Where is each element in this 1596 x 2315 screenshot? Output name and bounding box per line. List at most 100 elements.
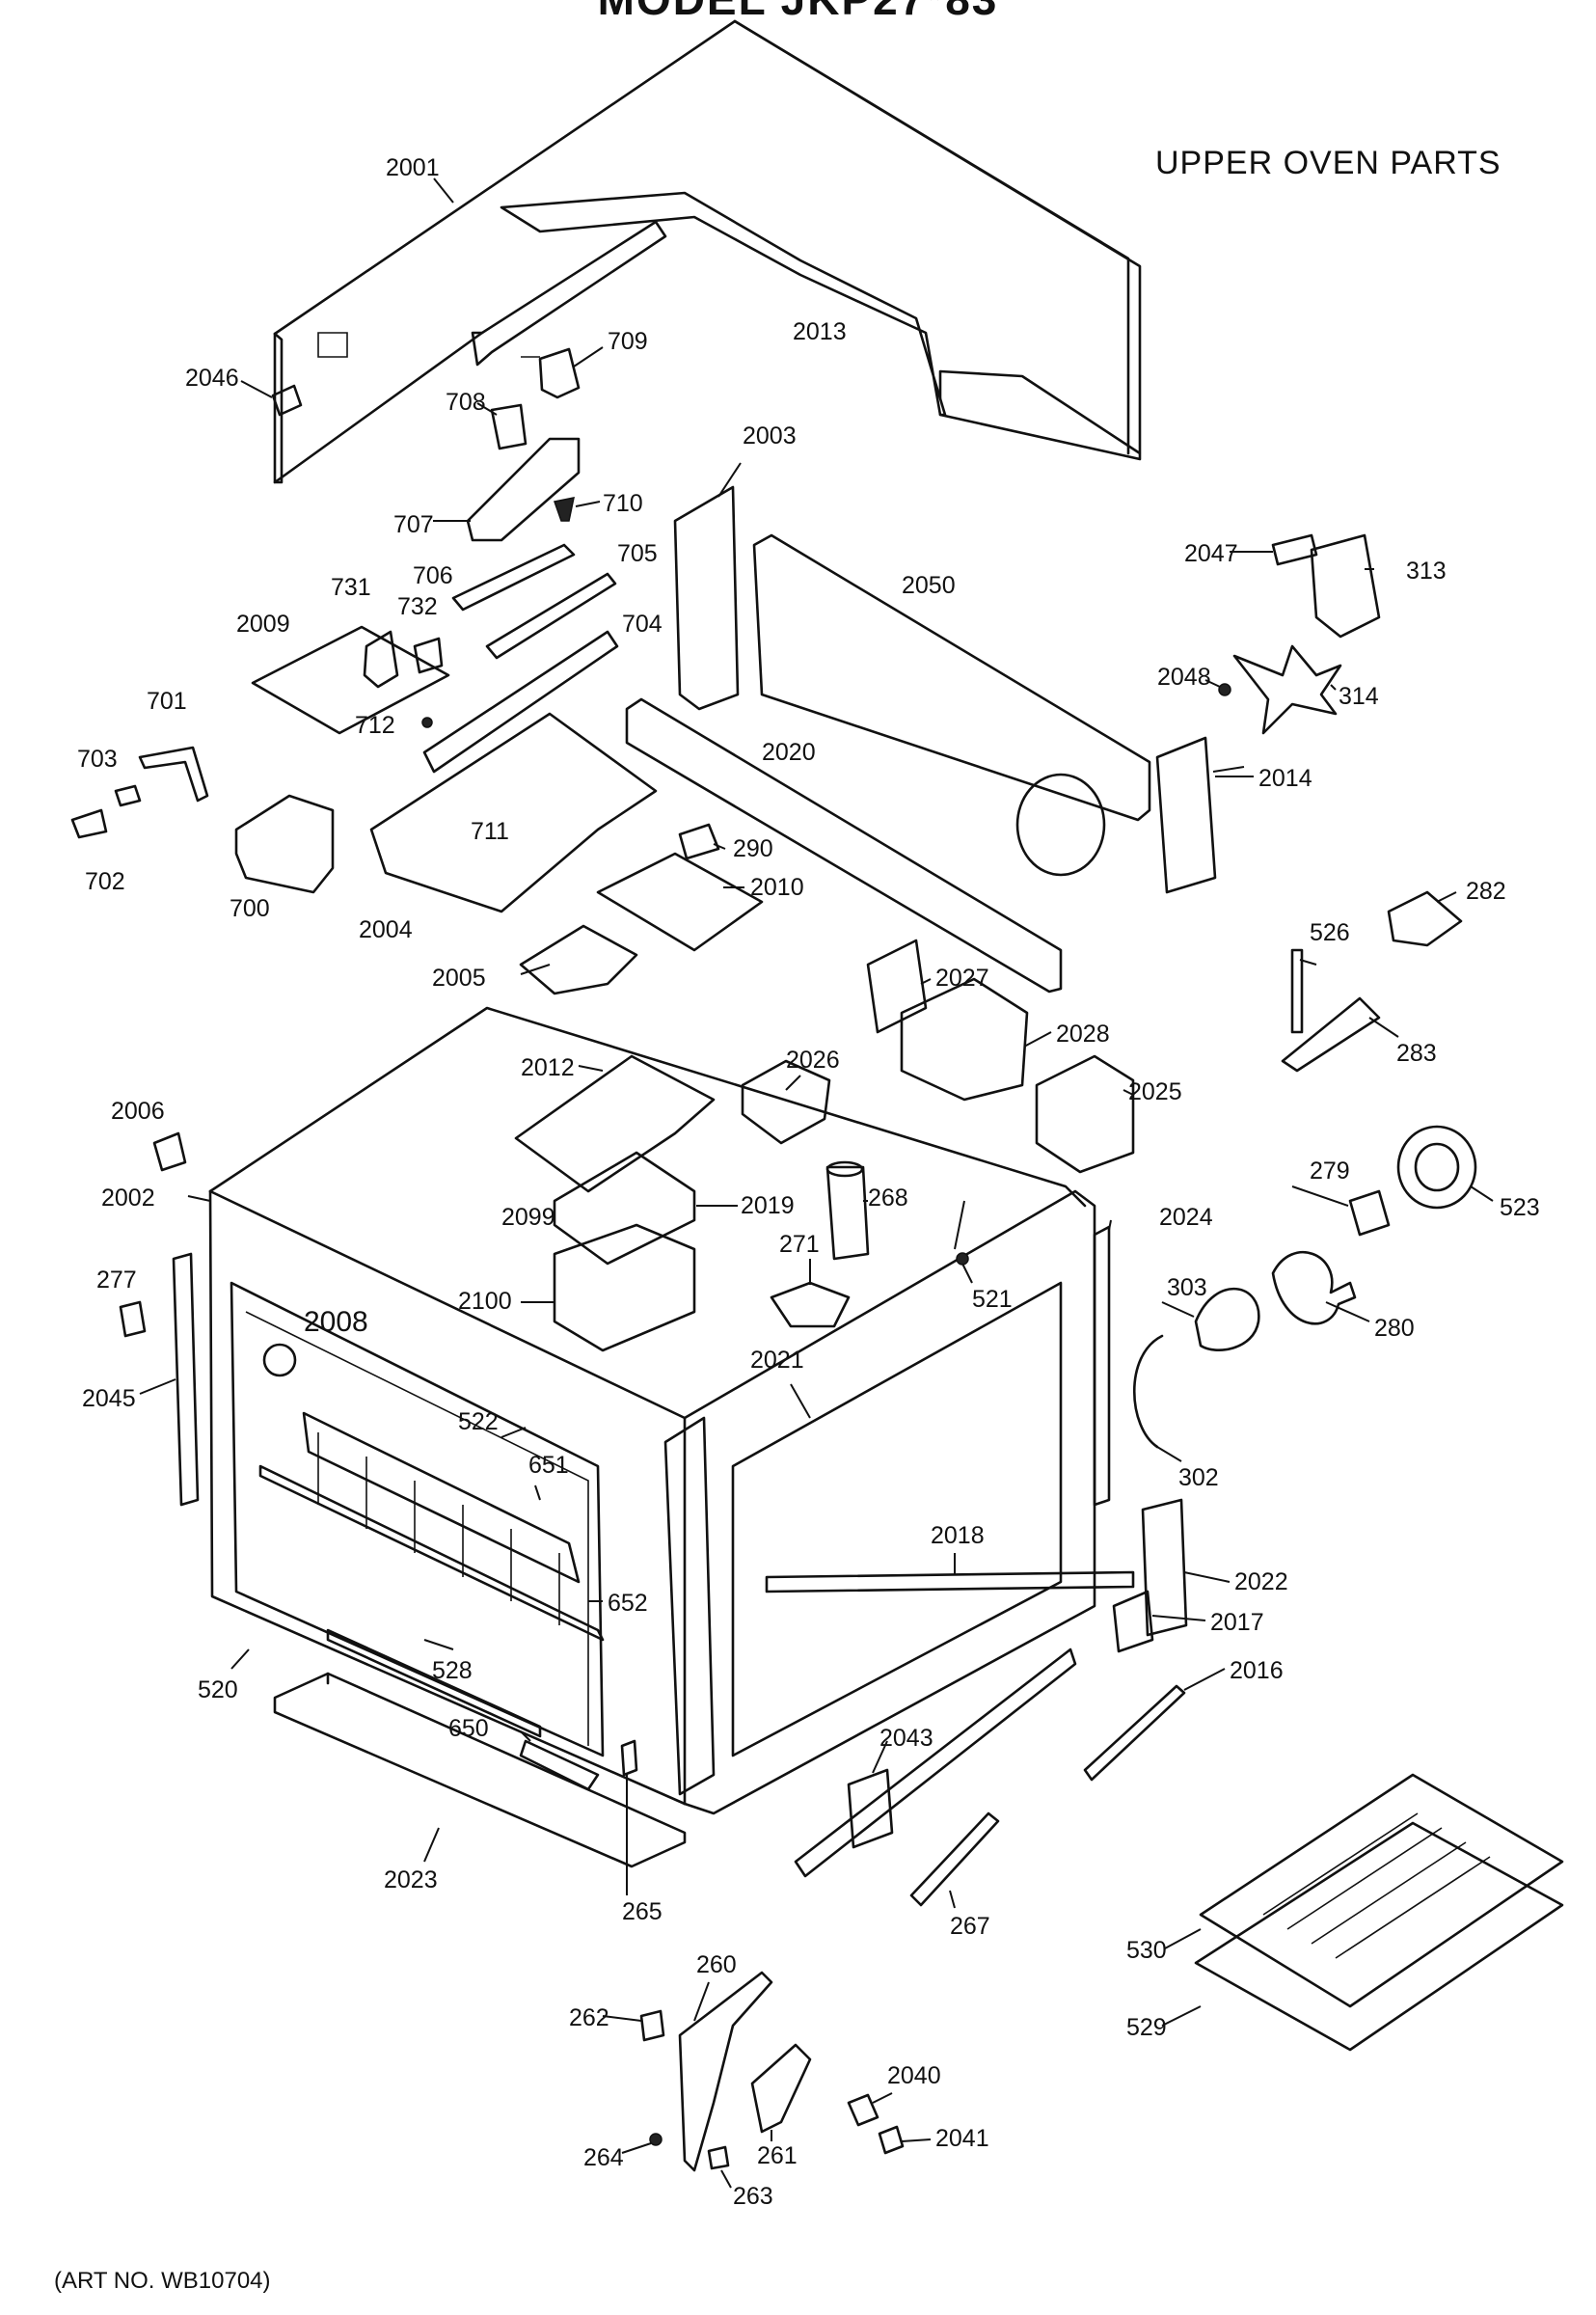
part-704-latch [422, 630, 619, 774]
callout-271: 271 [779, 1231, 820, 1258]
part-529-broiler-pan [1194, 1821, 1564, 2052]
callout-labels: 2001 2013 2046 709 708 707 710 2003 2050… [77, 154, 1540, 2210]
callout-277: 277 [96, 1266, 137, 1294]
callout-706: 706 [413, 562, 453, 589]
callout-2004: 2004 [359, 916, 413, 943]
callout-712: 712 [355, 712, 395, 739]
part-2017-bracket [1112, 1590, 1154, 1653]
part-706-lever [451, 543, 576, 612]
part-732-block [413, 637, 444, 674]
callout-2017: 2017 [1210, 1609, 1264, 1636]
callout-260: 260 [696, 1951, 737, 1978]
part-731-bracket [363, 630, 399, 689]
callout-521: 521 [972, 1286, 1013, 1313]
callout-2008: 2008 [304, 1306, 368, 1338]
leader-lines [139, 177, 1494, 2189]
part-260-hinge-arm [678, 1971, 773, 2172]
callout-264: 264 [583, 2144, 624, 2171]
callout-2025: 2025 [1128, 1078, 1182, 1105]
part-703-nut [114, 784, 142, 807]
callout-2009: 2009 [236, 611, 290, 638]
callout-731: 731 [331, 574, 371, 601]
part-2024-trim [1093, 1225, 1111, 1507]
callout-2003: 2003 [743, 422, 797, 449]
callout-263: 263 [733, 2183, 773, 2210]
part-2016-rack [1083, 1684, 1186, 1782]
part-2046-clip [271, 384, 303, 417]
part-2004-pan [369, 712, 658, 913]
part-2045-trim [172, 1252, 200, 1507]
callout-2022: 2022 [1234, 1568, 1288, 1595]
part-2028-duct [900, 977, 1029, 1102]
part-523-lens-ring [1396, 1125, 1477, 1210]
part-2050-fan-opening [1015, 773, 1106, 877]
part-2050-rear-panel [752, 533, 1151, 822]
part-2018-rod [765, 1570, 1135, 1593]
callout-704: 704 [622, 611, 663, 638]
part-267-spring [909, 1811, 1000, 1907]
part-528-element [326, 1628, 542, 1738]
callout-703: 703 [77, 746, 118, 773]
callout-302: 302 [1178, 1464, 1219, 1491]
section-title: UPPER OVEN PARTS [1155, 145, 1501, 181]
part-271-clip [770, 1281, 851, 1328]
callout-279: 279 [1310, 1158, 1350, 1185]
part-530-broiler-grid [1199, 1773, 1564, 2008]
callout-267: 267 [950, 1913, 990, 1940]
callout-2013: 2013 [793, 318, 847, 345]
callout-652: 652 [608, 1590, 648, 1617]
callout-2028: 2028 [1056, 1021, 1110, 1048]
part-303-lens [1194, 1287, 1260, 1351]
part-2014-gasket [1155, 736, 1217, 894]
callout-2014: 2014 [1258, 765, 1312, 792]
part-282-sensor [1387, 890, 1463, 947]
callout-2021: 2021 [750, 1347, 804, 1374]
callout-2006: 2006 [111, 1098, 165, 1125]
callout-2010: 2010 [750, 874, 804, 901]
part-701-rod [138, 746, 209, 803]
part-2027-duct [866, 939, 928, 1034]
callout-2046: 2046 [185, 365, 239, 392]
part-522-rack [302, 1411, 581, 1584]
part-2001-top-cover [273, 19, 1142, 484]
part-702-knob [70, 808, 108, 839]
callout-2043: 2043 [879, 1725, 933, 1752]
callout-282: 282 [1466, 878, 1506, 905]
callout-522: 522 [458, 1408, 499, 1435]
callout-2002: 2002 [101, 1185, 155, 1212]
part-2099-insulation [553, 1151, 696, 1266]
callout-526: 526 [1310, 919, 1350, 946]
part-280-bulb [1271, 1251, 1357, 1325]
part-313-motor [1310, 533, 1381, 639]
part-526-bracket [1290, 948, 1304, 1034]
callout-2019: 2019 [741, 1192, 795, 1219]
part-650-element [519, 1739, 600, 1791]
callout-262: 262 [569, 2004, 609, 2031]
callout-2027: 2027 [935, 965, 989, 992]
callout-2023: 2023 [384, 1866, 438, 1893]
callout-283: 283 [1396, 1040, 1437, 1067]
part-651-rack [258, 1464, 605, 1642]
part-2047-bracket [1271, 533, 1318, 566]
callout-2001: 2001 [386, 154, 440, 181]
part-283-probe [1281, 996, 1381, 1073]
callout-2100: 2100 [458, 1288, 512, 1315]
part-2043-hinge [847, 1768, 894, 1849]
part-261-hinge-plate [750, 2043, 812, 2134]
part-2003-panel [673, 485, 740, 711]
part-hinge-base [794, 1648, 1077, 1878]
part-262-clip [639, 2009, 665, 2042]
callout-651: 651 [528, 1452, 569, 1479]
part-523-lens-inner [1414, 1142, 1460, 1192]
callout-2005: 2005 [432, 965, 486, 992]
callout-261: 261 [757, 2142, 798, 2169]
callout-290: 290 [733, 835, 773, 862]
callout-701: 701 [147, 688, 187, 715]
model-title: MODEL JKP27*83 [0, 0, 1596, 25]
callout-2020: 2020 [762, 739, 816, 766]
callout-314: 314 [1339, 683, 1379, 710]
callout-2045: 2045 [82, 1385, 136, 1412]
callout-707: 707 [393, 511, 434, 538]
callout-711: 711 [471, 818, 509, 845]
